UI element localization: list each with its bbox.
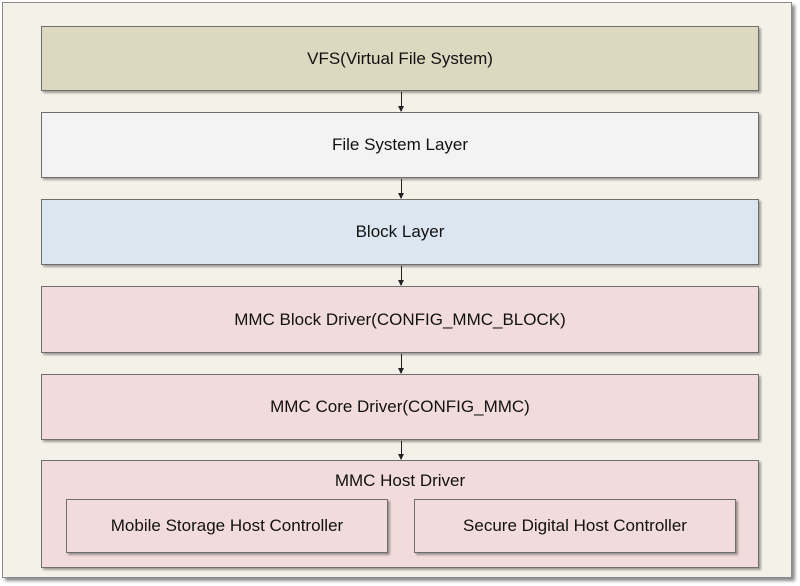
block-layer-label: Block Layer	[355, 222, 445, 241]
mmc-core-driver-label: MMC Core Driver(CONFIG_MMC)	[270, 397, 530, 416]
mmc-host-driver-label: MMC Host Driver	[334, 471, 466, 490]
block-layer: Block Layer	[41, 199, 759, 265]
vfs-layer-label: VFS(Virtual File System)	[307, 48, 493, 68]
arrow-mmc-block-to-core	[398, 354, 404, 374]
file-system-layer: File System Layer	[41, 112, 759, 178]
diagram-frame: VFS(Virtual File System) File System Lay…	[2, 2, 792, 578]
mmc-core-driver: MMC Core Driver(CONFIG_MMC)	[41, 374, 759, 440]
vfs-layer: VFS(Virtual File System)	[41, 26, 759, 91]
arrow-vfs-to-fs	[398, 92, 404, 112]
mobile-storage-host-controller: Mobile Storage Host Controller	[66, 499, 388, 553]
arrow-fs-to-block	[398, 179, 404, 199]
arrow-core-to-host	[398, 441, 404, 460]
mmc-block-driver-label: MMC Block Driver(CONFIG_MMC_BLOCK)	[234, 309, 566, 329]
file-system-layer-label: File System Layer	[331, 135, 469, 154]
mmc-host-driver: MMC Host Driver Mobile Storage Host Cont…	[41, 460, 759, 568]
arrow-block-to-mmc-block	[398, 266, 404, 286]
secure-digital-host-controller: Secure Digital Host Controller	[414, 499, 736, 553]
secure-digital-host-controller-label: Secure Digital Host Controller	[463, 516, 687, 535]
mobile-storage-host-controller-label: Mobile Storage Host Controller	[110, 516, 344, 535]
mmc-block-driver: MMC Block Driver(CONFIG_MMC_BLOCK)	[41, 286, 759, 353]
